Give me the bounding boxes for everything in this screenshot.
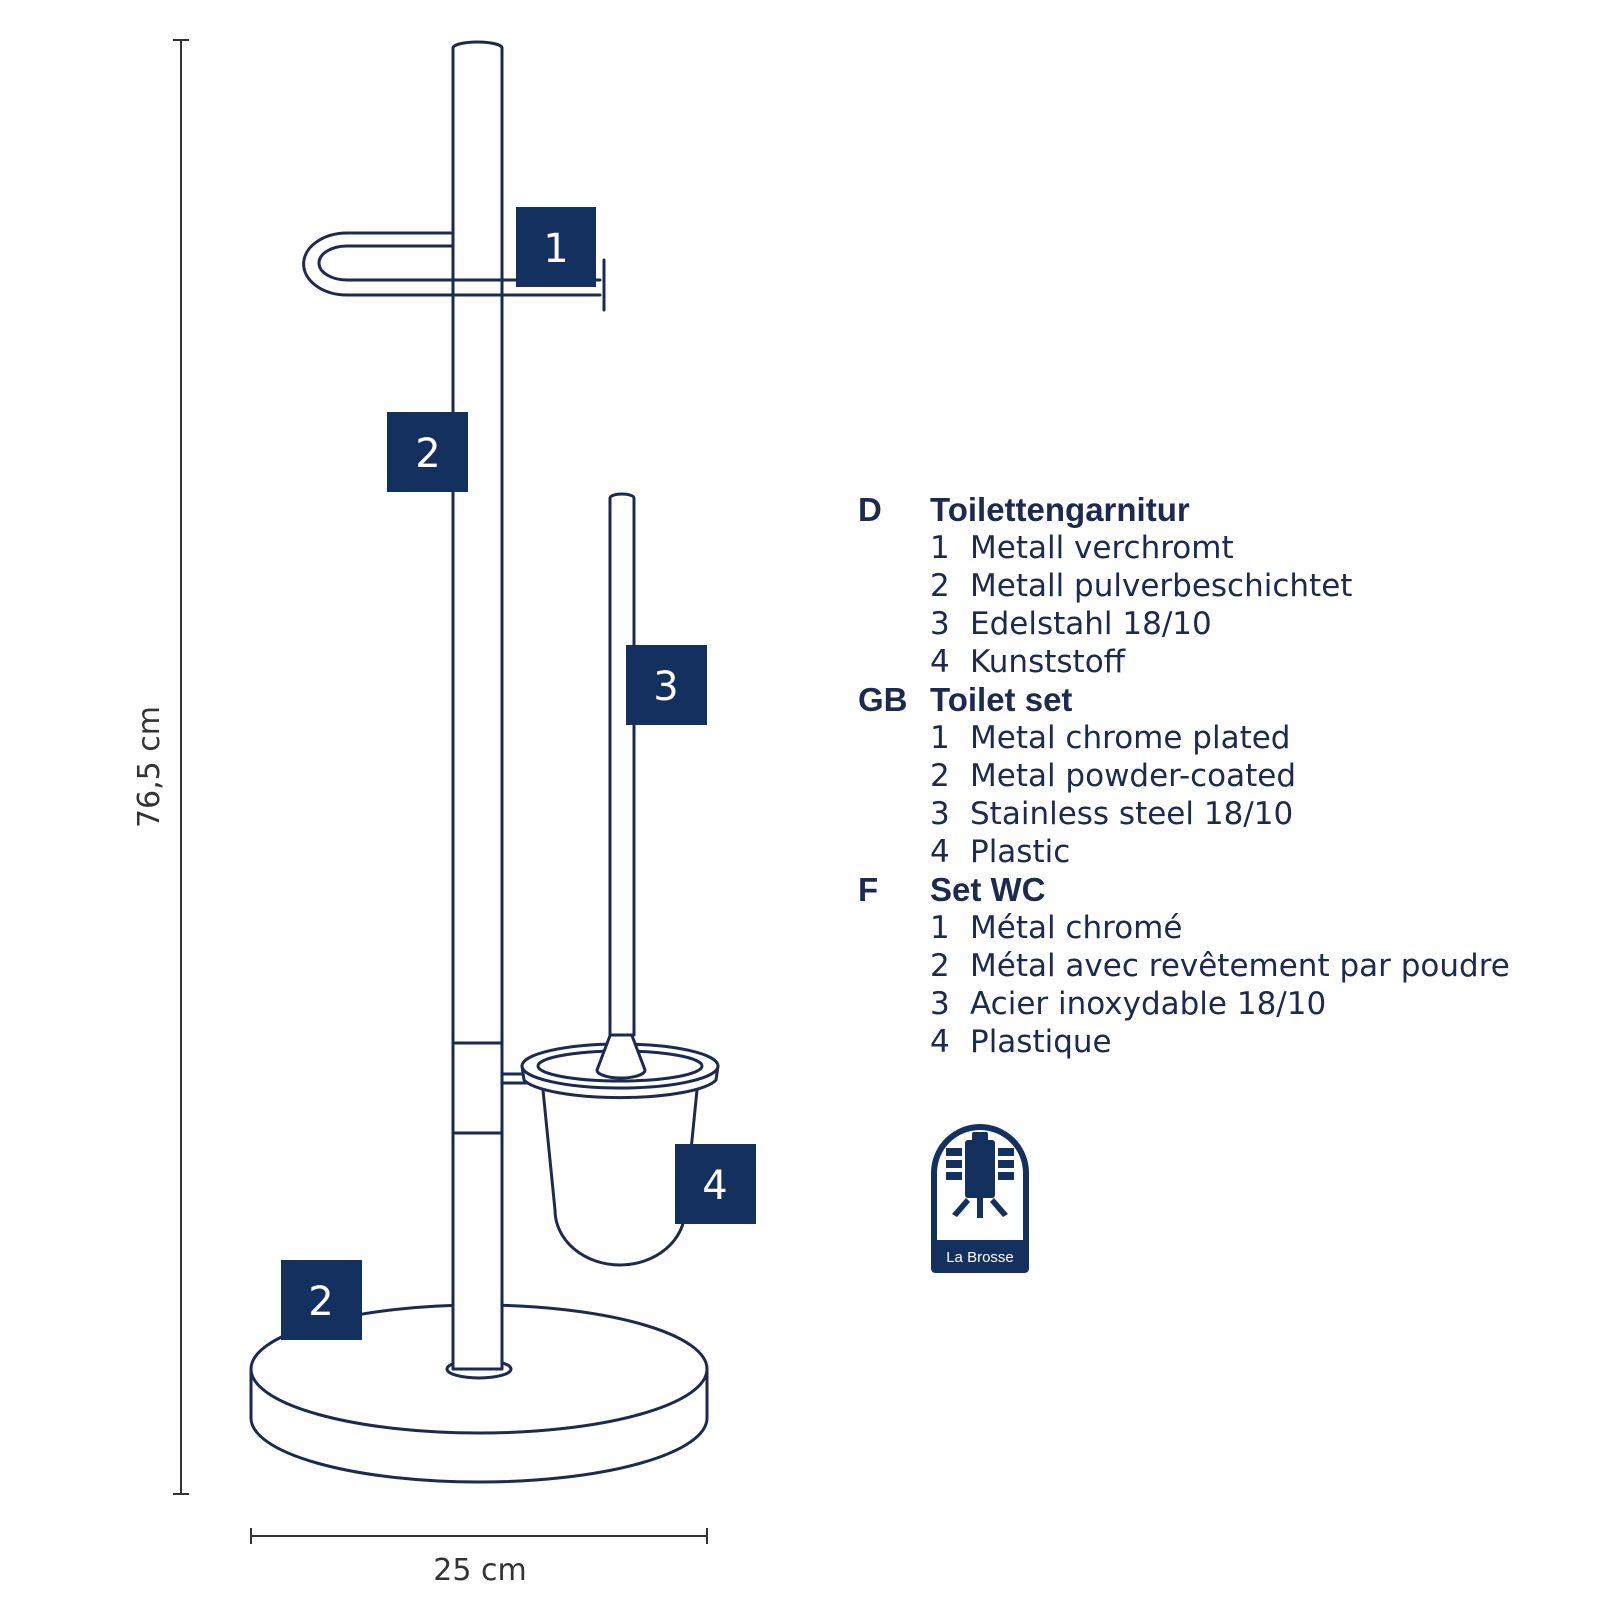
section-title: Set WC bbox=[930, 871, 1046, 908]
callout-2-base: 2 bbox=[281, 1260, 362, 1340]
callout-2-pole: 2 bbox=[387, 412, 468, 492]
toilet-brush bbox=[595, 492, 647, 1080]
height-dimension bbox=[173, 39, 189, 1495]
width-label: 25 cm bbox=[433, 1553, 526, 1588]
height-label: 76,5 cm bbox=[132, 706, 167, 828]
width-dimension bbox=[250, 1528, 708, 1544]
section-title: Toilet set bbox=[930, 681, 1073, 718]
section-title: Toilettengarnitur bbox=[930, 491, 1190, 528]
svg-text:3: 3 bbox=[653, 664, 678, 710]
callout-1: 1 bbox=[516, 207, 596, 287]
svg-text:1: 1 bbox=[543, 226, 568, 272]
la-brosse-logo: La Brosse bbox=[931, 1124, 1029, 1273]
svg-text:4: 4 bbox=[702, 1163, 727, 1209]
callout-3: 3 bbox=[626, 645, 707, 725]
callout-4: 4 bbox=[675, 1144, 756, 1224]
language-code: GB bbox=[858, 681, 908, 718]
paper-holder bbox=[302, 231, 606, 312]
language-code: D bbox=[858, 491, 882, 528]
brush-logo-icon bbox=[946, 1132, 1014, 1218]
svg-text:2: 2 bbox=[308, 1279, 333, 1325]
main-pole bbox=[451, 40, 504, 1371]
svg-text:2: 2 bbox=[415, 431, 440, 477]
toilet-set-drawing bbox=[249, 40, 720, 1484]
language-code: F bbox=[858, 871, 879, 908]
brush-cup bbox=[520, 1042, 720, 1267]
logo-text: La Brosse bbox=[946, 1249, 1014, 1266]
